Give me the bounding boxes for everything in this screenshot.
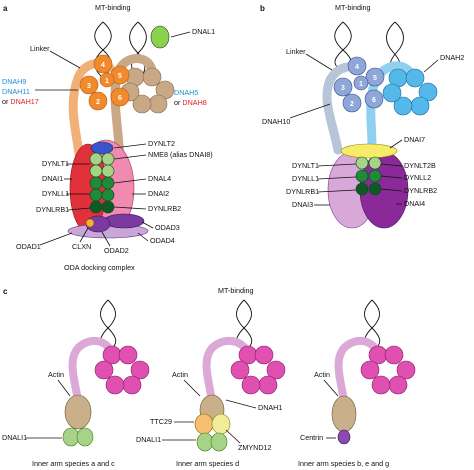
actin-label-2: Actin bbox=[172, 370, 188, 379]
light-chain-stack bbox=[89, 152, 115, 214]
b-aaa-6: 6 bbox=[372, 97, 376, 104]
b-aaa-3: 3 bbox=[341, 85, 345, 92]
label-odad2: ODAD2 bbox=[104, 246, 129, 255]
panel-b-letter: b bbox=[260, 4, 265, 13]
panel-a-letter: a bbox=[3, 4, 8, 13]
label-dnai3: DNAI3 bbox=[292, 200, 313, 209]
panel-b-mt-binding-label: MT-binding bbox=[335, 3, 371, 12]
centrin-subunit bbox=[337, 429, 351, 445]
dnah5-label: DNAH5 bbox=[174, 88, 198, 97]
dnali1-label-2: DNALI1 bbox=[136, 435, 161, 444]
dnai7-subunit bbox=[340, 143, 398, 159]
panel-c: c MT-binding Actin DNALI1 Inner arm spec… bbox=[2, 286, 416, 468]
or-label-a2: or DNAH8 bbox=[174, 98, 207, 107]
panel-c-mt-binding-label: MT-binding bbox=[218, 286, 254, 295]
b-light-chain-stack bbox=[355, 156, 382, 196]
zmynd12-label: ZMYND12 bbox=[238, 443, 272, 452]
aaa-2: 2 bbox=[96, 99, 100, 106]
label-odad4: ODAD4 bbox=[150, 236, 175, 245]
inner-arm-a-c: Actin DNALI1 Inner arm species a and c bbox=[2, 299, 150, 468]
panel-a: a MT-binding DNAL1 4 5 3 2 bbox=[2, 3, 215, 272]
actin-label-1: Actin bbox=[48, 370, 64, 379]
caption-d: Inner arm species d bbox=[176, 459, 239, 468]
dnah2-label: DNAH2 bbox=[440, 53, 464, 62]
label-dnal4: DNAL4 bbox=[148, 174, 171, 183]
dnah11-label: DNAH11 bbox=[2, 87, 30, 96]
stalk-right bbox=[129, 21, 146, 79]
inner-arm-d: Actin TTC29 DNAH1 DNALI1 ZMYND12 Inner a… bbox=[136, 299, 286, 468]
aaa-4: 4 bbox=[101, 62, 105, 69]
b-aaa-4: 4 bbox=[355, 64, 359, 71]
label-dynlt2: DYNLT2 bbox=[148, 139, 175, 148]
label-dynlt2b: DYNLT2B bbox=[404, 161, 436, 170]
label-dnai4: DNAI4 bbox=[404, 199, 425, 208]
label-dynlrb1-b: DYNLRB1 bbox=[286, 187, 319, 196]
linker-label-b: Linker bbox=[286, 47, 306, 56]
caption-b-e-g: Inner arm species b, e and g bbox=[298, 459, 389, 468]
sky-head-ring bbox=[382, 68, 438, 116]
or-label-a: or DNAH17 bbox=[2, 97, 39, 106]
ttc29-subunit bbox=[194, 413, 214, 435]
panel-c-letter: c bbox=[3, 287, 8, 296]
tan-head-ring bbox=[120, 67, 175, 114]
label-dynll1: DYNLL1 bbox=[42, 189, 69, 198]
dnali1-left bbox=[62, 427, 80, 447]
label-dynll2: DYNLL2 bbox=[404, 173, 431, 182]
label-dynlrb2: DYNLRB2 bbox=[148, 204, 181, 213]
linker-label-a: Linker bbox=[30, 44, 50, 53]
dnali1-label-1: DNALI1 bbox=[2, 433, 27, 442]
centrin-label: Centrin bbox=[300, 433, 323, 442]
inner-arm-b-e-g: Actin Centrin Inner arm species b, e and… bbox=[298, 299, 416, 468]
b-aaa-5: 5 bbox=[373, 75, 377, 82]
dnah1-label: DNAH1 bbox=[258, 403, 282, 412]
b-aaa-1: 1 bbox=[359, 81, 363, 88]
label-dnai1: DNAI1 bbox=[42, 174, 63, 183]
dnali1-right bbox=[76, 427, 94, 447]
label-dynlt1-b: DYNLT1 bbox=[292, 161, 319, 170]
label-odad3: ODAD3 bbox=[155, 223, 180, 232]
dnah10-label: DNAH10 bbox=[262, 117, 290, 126]
blue-head-ring bbox=[333, 56, 385, 113]
panel-a-mt-binding-label: MT-binding bbox=[95, 3, 131, 12]
dnal1-subunit bbox=[150, 25, 170, 49]
label-clxn: CLXN bbox=[72, 242, 91, 251]
aaa-6: 6 bbox=[118, 95, 122, 102]
aaa-5: 5 bbox=[118, 73, 122, 80]
dnal1-label: DNAL1 bbox=[192, 27, 215, 36]
label-dnai7: DNAI7 bbox=[404, 135, 425, 144]
ttc29-label: TTC29 bbox=[150, 417, 172, 426]
oda-docking-complex-label: ODA docking complex bbox=[64, 263, 135, 272]
label-odad1: ODAD1 bbox=[16, 242, 41, 251]
label-dynrlb1: DYNLRB1 bbox=[36, 205, 69, 214]
b-aaa-2: 2 bbox=[350, 101, 354, 108]
dynlt2-subunit bbox=[90, 141, 114, 155]
clxn-subunit bbox=[85, 218, 95, 228]
label-dnai2: DNAI2 bbox=[148, 189, 169, 198]
label-dynll1-b: DYNLL1 bbox=[292, 174, 319, 183]
label-dynlrb2-b: DYNLRB2 bbox=[404, 186, 437, 195]
actin-label-3: Actin bbox=[314, 370, 330, 379]
label-dynlt1: DYNLT1 bbox=[42, 159, 69, 168]
dnah9-label: DNAH9 bbox=[2, 77, 26, 86]
aaa-1: 1 bbox=[105, 78, 109, 85]
heavy-chain-base bbox=[64, 394, 92, 430]
label-nme8: NME8 (alias DNAI8) bbox=[148, 150, 213, 159]
panel-b: b MT-binding DNAH2 4 5 3 2 1 6 Linker DN… bbox=[260, 3, 464, 229]
orange-head-ring bbox=[79, 54, 130, 111]
aaa-3: 3 bbox=[87, 83, 91, 90]
caption-a-c: Inner arm species a and c bbox=[32, 459, 115, 468]
